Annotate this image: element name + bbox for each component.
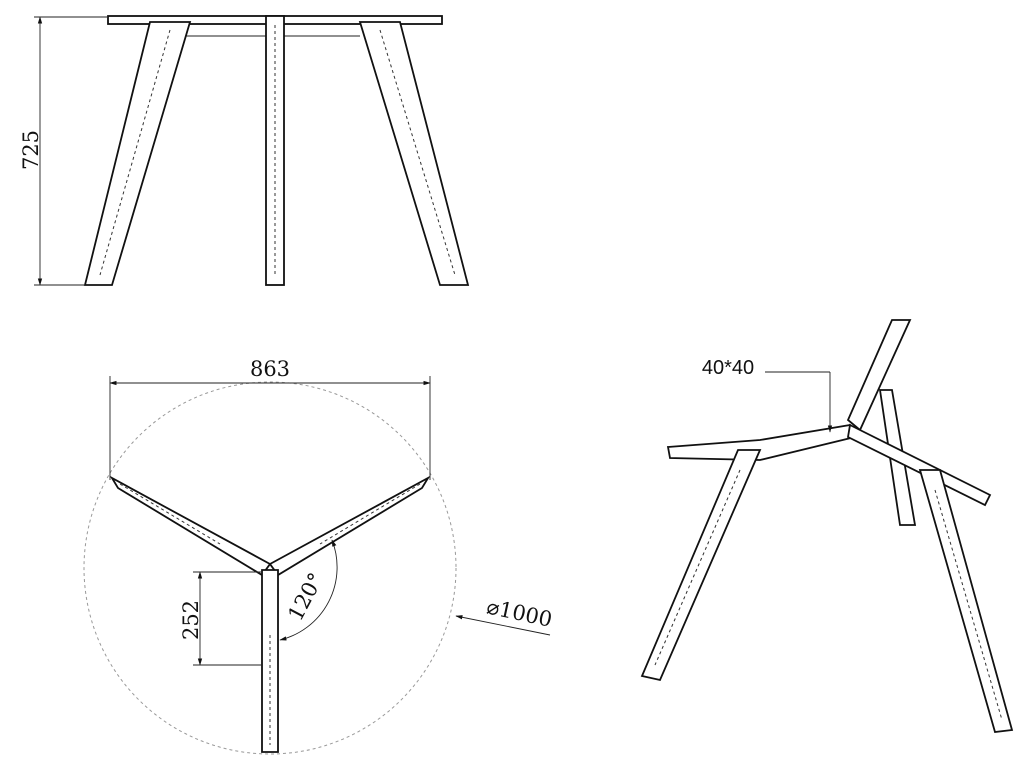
iso-right-leg [918, 469, 1014, 733]
iso-left-arm [666, 423, 857, 461]
diameter-label: ⌀1000 [485, 595, 555, 632]
profile-label: 40*40 [702, 357, 754, 379]
diameter-leader [455, 615, 551, 636]
angle-label: 120° [283, 569, 328, 625]
front-view: 725 [19, 15, 470, 286]
right-leg [358, 21, 470, 286]
iso-right-arm [847, 423, 992, 507]
iso-back-arm [846, 319, 912, 432]
iso-view: 40*40 [640, 319, 1014, 733]
height-label: 725 [19, 130, 43, 170]
iso-left-leg [640, 449, 762, 682]
angle-arc [279, 539, 338, 641]
arm-left [109, 475, 272, 577]
arm-right [268, 475, 431, 577]
left-leg [83, 21, 192, 286]
offset-label: 252 [179, 600, 203, 640]
top-view: 863 252 120° ⌀1000 [83, 357, 555, 755]
width-label: 863 [250, 357, 290, 381]
center-leg [265, 15, 285, 286]
